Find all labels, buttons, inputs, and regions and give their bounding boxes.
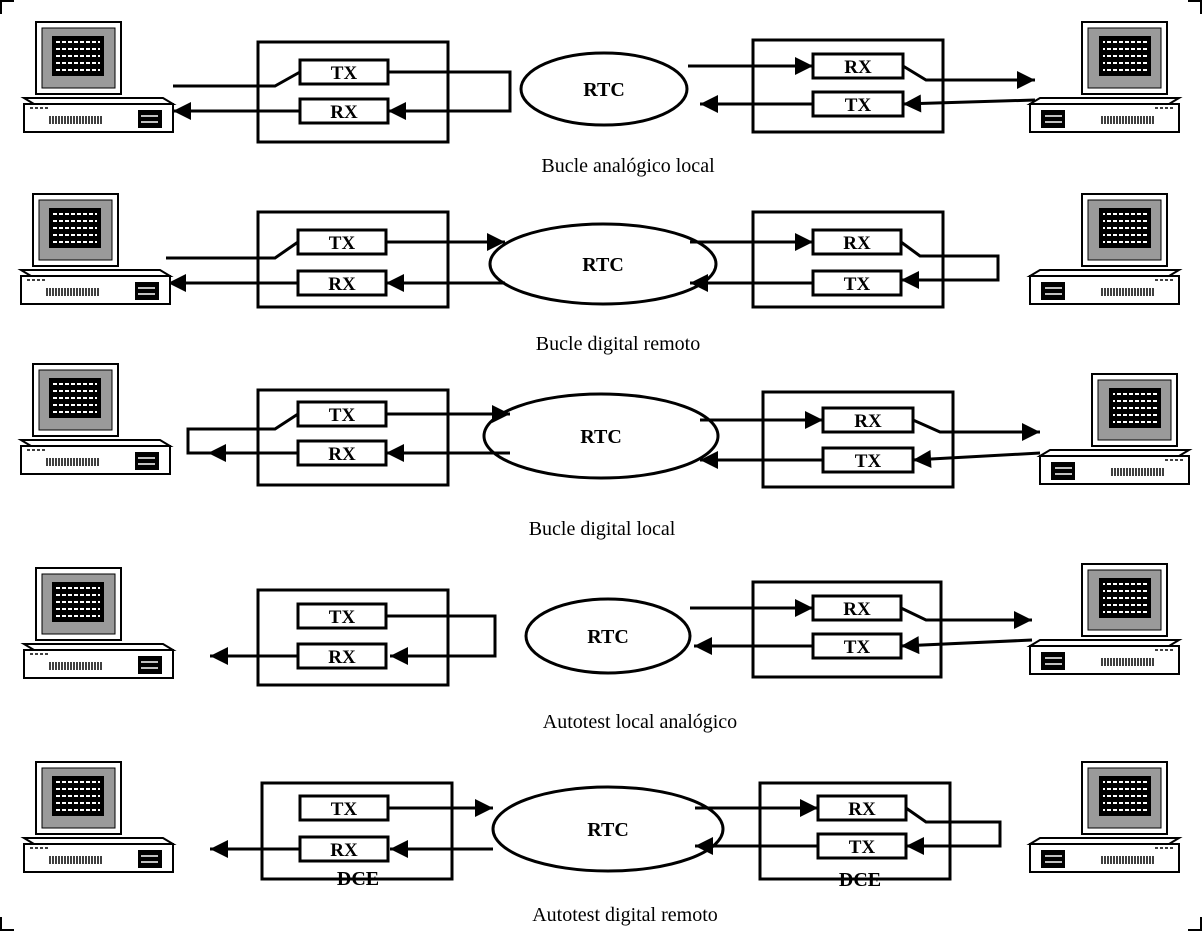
rtc-network	[491, 785, 725, 873]
dce-left-modem	[256, 388, 450, 487]
dce-right-label: DCE	[839, 869, 881, 891]
rtc-network	[482, 392, 720, 480]
computer-icon	[20, 567, 177, 679]
rtc-label: RTC	[583, 79, 625, 101]
frame-corner-bottom-right	[1188, 929, 1202, 931]
dce-left-modem	[256, 588, 450, 687]
tx-label: TX	[331, 63, 358, 84]
computer-icon	[1036, 373, 1193, 485]
data-line	[166, 240, 299, 260]
caption-bucle-digital-local: Bucle digital local	[529, 518, 676, 540]
dce-right-modem	[761, 390, 955, 489]
data-line	[173, 70, 301, 88]
modem-tx-box	[811, 269, 903, 297]
dce-right-modem	[758, 781, 952, 881]
modem-rx-box	[296, 269, 388, 297]
dce-left-modem	[256, 40, 450, 144]
dce-left-label: DCE	[337, 868, 379, 890]
frame-corner-bottom-right-v	[1200, 917, 1202, 931]
tx-label: TX	[329, 405, 356, 426]
modem-tx-box	[816, 832, 908, 860]
tx-label: TX	[331, 799, 358, 820]
rtc-label: RTC	[587, 626, 629, 648]
tx-label: TX	[844, 274, 871, 295]
rx-to-dte	[900, 606, 1032, 629]
rx-label: RX	[330, 102, 358, 123]
frame-corner-top-left-v	[0, 0, 2, 14]
dce-left-modem	[260, 781, 454, 881]
computer-icon	[20, 761, 177, 873]
dte-to-tx	[902, 94, 1036, 113]
dte-to-tx	[900, 636, 1033, 655]
rtc-network	[488, 222, 718, 306]
frame-corner-top-left	[0, 0, 14, 2]
computer-icon	[1026, 21, 1183, 133]
tx-label: TX	[849, 837, 876, 858]
digital-remote-self-loop	[905, 806, 1002, 855]
row-bucle-analogico-local: TX RX RX TX RTC Bucle analógico local	[173, 38, 1036, 177]
computer-icon	[17, 193, 174, 305]
dte-to-tx	[912, 450, 1041, 468]
frame-corner-top-right	[1188, 0, 1202, 2]
rtc-network	[524, 597, 692, 675]
caption-bucle-digital-remoto: Bucle digital remoto	[536, 333, 700, 355]
rx-to-dte	[912, 418, 1040, 441]
computer-icon	[1026, 563, 1183, 675]
rtc-label: RTC	[587, 819, 629, 841]
rtc-network	[519, 51, 689, 127]
row-bucle-digital-remoto: TX RX RX TX RTC Bucle digital remoto	[166, 210, 1000, 355]
caption-bucle-analogico-local: Bucle analógico local	[541, 155, 715, 177]
row-autotest-digital-remoto: TXRXRXTXRTCDTEDCEAutotest digital remoto…	[41, 781, 1131, 926]
caption-autotest-digital-remoto: Autotest digital remoto	[532, 904, 718, 926]
caption-autotest-local-analogico: Autotest local analógico	[543, 711, 737, 733]
tx-label: TX	[844, 637, 871, 658]
rx-label: RX	[848, 799, 876, 820]
frame-corner-bottom-left-v	[0, 917, 2, 931]
rx-label: RX	[328, 274, 356, 295]
rx-label: RX	[328, 444, 356, 465]
rx-label: RX	[843, 233, 871, 254]
row-bucle-digital-local: TX RX RX TX RTC Bucle digital local	[186, 388, 1041, 540]
row-autotest-local-analogico: TX RX RX TX RTC Autotest local analógico	[210, 580, 1033, 733]
tx-label: TX	[329, 607, 356, 628]
computer-icon	[1026, 193, 1183, 305]
digital-local-loop	[186, 412, 299, 455]
tx-label: TX	[855, 451, 882, 472]
computer-icon	[20, 21, 177, 133]
rx-label: RX	[843, 599, 871, 620]
rx-label: RX	[844, 57, 872, 78]
dce-right-modem	[751, 580, 943, 679]
rx-label: RX	[328, 647, 356, 668]
frame-corner-bottom-left	[0, 929, 14, 931]
frame-corner-top-right-v	[1200, 0, 1202, 14]
rtc-label: RTC	[580, 426, 622, 448]
computer-icon	[1026, 761, 1183, 873]
dce-right-modem	[751, 38, 945, 134]
modem-tx-box	[296, 602, 388, 630]
computer-icon	[17, 363, 174, 475]
rtc-label: RTC	[582, 254, 624, 276]
dce-right-modem	[751, 210, 945, 309]
analog-loop	[388, 70, 512, 120]
rx-to-dte	[902, 64, 1035, 89]
modem-tx-box	[296, 400, 388, 428]
modem-tx-box	[821, 446, 915, 474]
modem-rx-box	[821, 406, 915, 434]
tx-label: TX	[845, 95, 872, 116]
modem-rx-box	[296, 439, 388, 467]
digital-remote-loop	[900, 240, 1000, 289]
analog-self-loop	[386, 614, 497, 665]
rx-label: RX	[854, 411, 882, 432]
rx-label: RX	[330, 840, 358, 861]
tx-label: TX	[329, 233, 356, 254]
